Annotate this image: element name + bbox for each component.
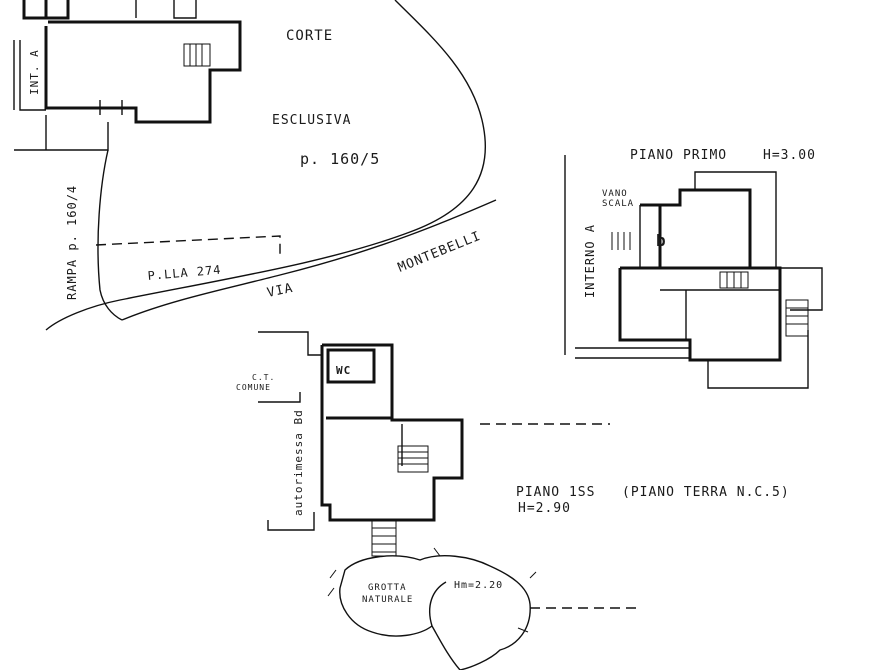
- parcel-160-5-label: p. 160/5: [300, 150, 380, 168]
- piano-1ss-height-label: H=2.90: [518, 501, 571, 516]
- rampa-label: RAMPA p. 160/4: [65, 185, 79, 300]
- esclusiva-label: ESCLUSIVA: [272, 113, 351, 128]
- natural-cave-outline: [327, 547, 537, 670]
- piano-1ss-label: PIANO 1SS: [516, 485, 595, 500]
- grotta-label: GROTTA: [368, 583, 407, 593]
- autorimessa-label: autorimessa Bd: [292, 409, 305, 516]
- first-floor-plan: [564, 155, 823, 389]
- piano-primo-label: PIANO PRIMO: [630, 148, 727, 163]
- corte-label: CORTE: [286, 28, 333, 44]
- room-b-label: b: [656, 231, 667, 250]
- plla-274-label: P.LLA 274: [147, 263, 222, 283]
- naturale-label: NATURALE: [362, 595, 413, 605]
- piano-primo-height-label: H=3.00: [763, 148, 816, 163]
- basement-floor-plan: [258, 331, 640, 609]
- interno-a-label: INTERNO A: [583, 224, 597, 298]
- piano-terra-label: (PIANO TERRA N.C.5): [622, 485, 790, 500]
- vano-label: VANO: [602, 189, 628, 199]
- site-boundaries: [45, 0, 497, 331]
- grotta-height-label: Hm=2.20: [454, 580, 503, 591]
- upper-building-plan: [13, 0, 242, 151]
- via-label: VIA: [266, 281, 295, 301]
- comune-label: COMUNE: [236, 383, 271, 392]
- scala-label: SCALA: [602, 199, 634, 209]
- ct-label: C.T.: [252, 373, 275, 382]
- int-a-label: INT. A: [28, 49, 41, 95]
- wc-label: WC: [336, 364, 351, 377]
